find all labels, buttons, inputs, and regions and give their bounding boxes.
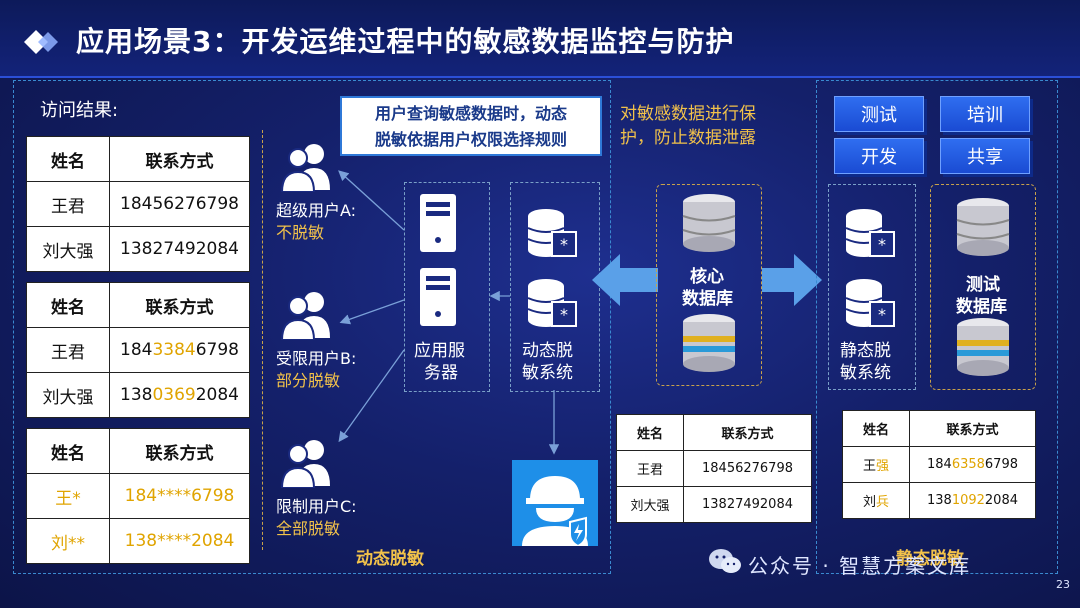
masking-database-icon: * — [845, 279, 895, 327]
svg-text:*: * — [878, 235, 886, 254]
diamond-logo-icon — [24, 30, 58, 54]
user-b-label: 受限用户B: — [276, 349, 357, 368]
static-masking-caption: 静态脱敏 — [896, 549, 964, 569]
protect-text-2: 护，防止数据泄露 — [620, 128, 756, 148]
user-b-policy: 部分脱敏 — [276, 371, 341, 390]
tile-training: 培训 — [940, 96, 1030, 132]
flow-connectors — [338, 170, 560, 455]
dynamic-system-label-1: 动态脱 — [522, 341, 573, 361]
core-database-box — [656, 184, 762, 386]
static-masking-panel — [816, 80, 1058, 574]
user-a-policy: 不脱敏 — [276, 223, 325, 242]
server-icon — [420, 194, 456, 252]
protect-text-1: 对敏感数据进行保 — [620, 104, 756, 124]
test-db-label-2: 数据库 — [956, 297, 1007, 317]
tile-sharing: 共享 — [940, 138, 1030, 174]
result-label: 访问结果: — [40, 100, 119, 121]
result-table-c: 姓名联系方式 王*184****6798 刘**138****2084 — [26, 428, 250, 564]
server-icon — [420, 268, 456, 326]
database-icon — [957, 318, 1009, 376]
header-bar — [0, 0, 1080, 78]
user-group-icon — [280, 292, 330, 340]
test-db-label-1: 测试 — [966, 275, 1000, 295]
table-row: 刘**138****2084 — [26, 518, 250, 564]
test-database-box — [930, 184, 1036, 390]
masking-database-icon: * — [527, 209, 577, 257]
dynamic-rule-note: 用户查询敏感数据时，动态 脱敏依据用户权限选择规则 — [340, 96, 602, 156]
database-icon — [683, 314, 735, 372]
wechat-icon — [709, 549, 741, 573]
static-system-label-2: 敏系统 — [840, 363, 891, 383]
svg-text:*: * — [878, 305, 886, 324]
table-row: 王*184****6798 — [26, 473, 250, 519]
core-db-label-1: 核心 — [690, 267, 724, 287]
dynamic-masking-caption: 动态脱敏 — [356, 549, 424, 569]
tile-test: 测试 — [834, 96, 924, 132]
user-group-icon — [280, 440, 330, 488]
watermark-text: 公众号 · 智慧方案文库 — [748, 554, 972, 578]
svg-text:*: * — [560, 305, 568, 324]
app-server-label-2: 务器 — [424, 363, 458, 383]
app-server-box — [404, 182, 490, 392]
user-group-icon — [280, 144, 330, 192]
masking-database-icon: * — [527, 279, 577, 327]
header-divider — [0, 76, 1080, 78]
dynamic-system-label-2: 敏系统 — [522, 363, 573, 383]
page-number: 23 — [1056, 578, 1070, 591]
static-system-label-1: 静态脱 — [840, 341, 891, 361]
user-c-policy: 全部脱敏 — [276, 519, 341, 538]
svg-text:*: * — [560, 235, 568, 254]
masking-database-icon: * — [845, 209, 895, 257]
bidirectional-arrows — [592, 254, 822, 306]
database-icon — [956, 198, 1010, 256]
tile-development: 开发 — [834, 138, 924, 174]
user-a-label: 超级用户A: — [276, 201, 357, 220]
page-title: 应用场景3：开发运维过程中的敏感数据监控与防护 — [76, 25, 735, 58]
engineer-security-icon — [512, 460, 598, 546]
dynamic-masking-panel — [13, 80, 611, 574]
database-icon — [682, 194, 736, 252]
static-masking-system-box — [828, 184, 916, 390]
core-db-label-2: 数据库 — [682, 289, 733, 309]
app-server-label-1: 应用服 — [414, 341, 465, 361]
dynamic-masking-system-box — [510, 182, 600, 392]
user-c-label: 限制用户C: — [276, 497, 357, 516]
gold-divider — [262, 130, 263, 550]
